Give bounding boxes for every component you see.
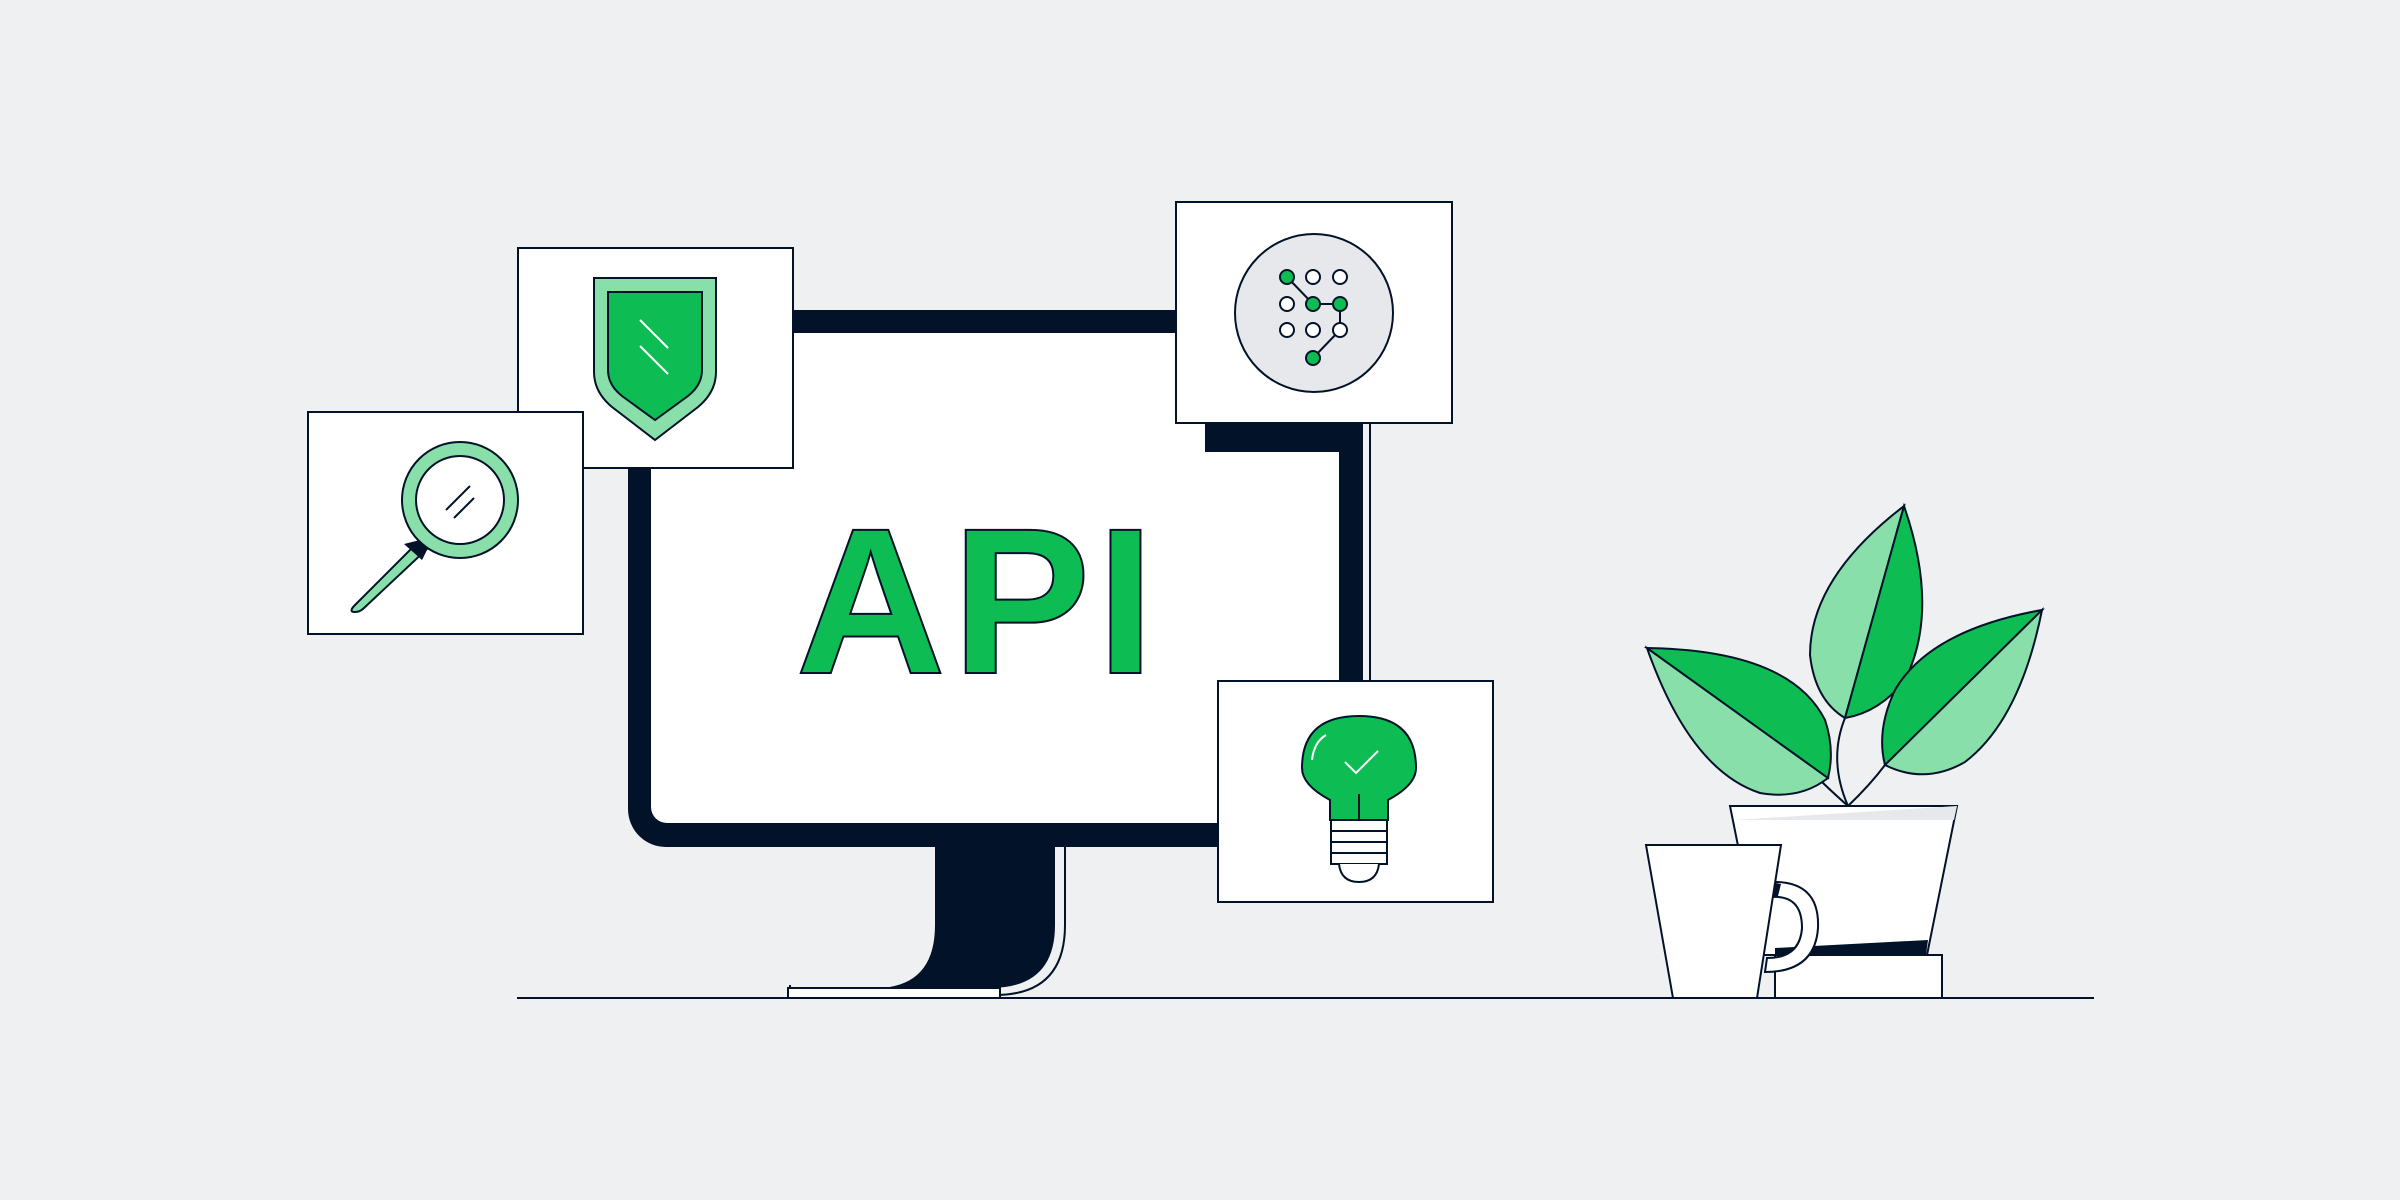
plant-pot-shade xyxy=(1775,940,1928,955)
plant-leaf-middle xyxy=(1808,502,1924,720)
network-card xyxy=(1175,201,1453,452)
api-text: API xyxy=(796,486,1161,718)
monitor: API xyxy=(628,310,1371,999)
plant-stem xyxy=(1847,764,1886,807)
monitor-base xyxy=(787,987,1001,999)
lightbulb-card xyxy=(1217,680,1494,903)
shield-icon xyxy=(593,277,717,442)
monitor-stand xyxy=(880,830,1055,988)
plant-pot-shadow xyxy=(1734,806,1957,820)
search-card xyxy=(307,411,584,635)
potted-plant xyxy=(1643,502,2045,999)
mug-handle xyxy=(1763,880,1820,974)
magnifying-glass-icon xyxy=(350,441,519,614)
plant-leaf-right xyxy=(1881,606,2045,776)
lightbulb-check-icon xyxy=(1300,714,1418,884)
monitor-screen xyxy=(651,333,1339,823)
coffee-mug xyxy=(1644,844,1820,999)
api-label: API xyxy=(795,485,1161,719)
plant-stem xyxy=(1836,717,1849,807)
plant-leaf-left xyxy=(1643,645,1832,796)
network-nodes-icon xyxy=(1234,233,1394,393)
network-card-shadow xyxy=(1205,420,1340,452)
